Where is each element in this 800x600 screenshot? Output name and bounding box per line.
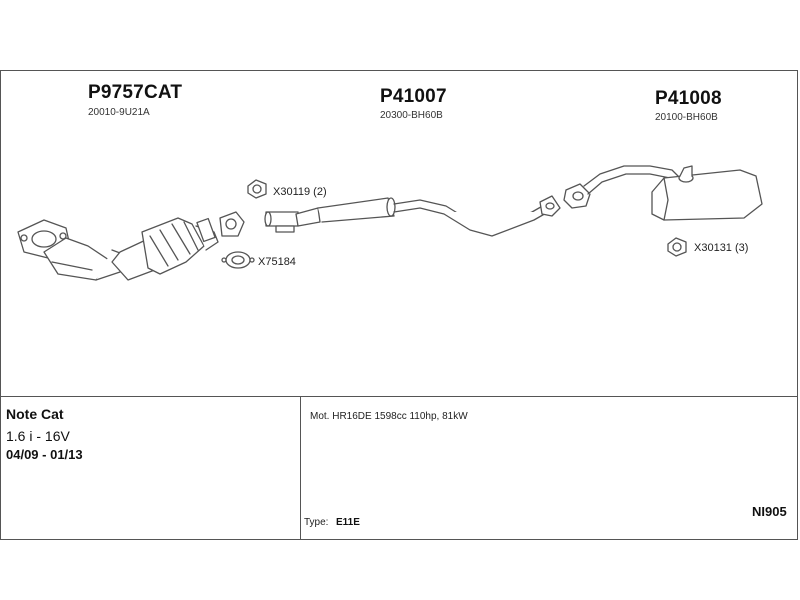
kit-label-x75184: X75184 — [258, 256, 296, 268]
type-label: Type: — [304, 517, 329, 528]
oem-number-rear-silencer: 20100-BH60B — [655, 112, 718, 123]
vehicle-model: Note Cat — [6, 406, 64, 422]
oem-number-catalyst: 20010-9U21A — [88, 107, 150, 118]
system-code: NI905 — [752, 504, 787, 519]
motor-details: Mot. HR16DE 1598cc 110hp, 81kW — [310, 411, 468, 422]
type-value: E11E — [336, 517, 360, 528]
vehicle-years: 04/09 - 01/13 — [6, 447, 83, 462]
info-column-divider — [300, 396, 301, 539]
kit-label-x30119: X30119 (2) — [273, 186, 327, 198]
catalytic-converter — [43, 217, 219, 281]
part-number-middle-silencer: P41007 — [380, 86, 447, 107]
middle-silencer-flange — [539, 195, 561, 217]
gasket-ring-x75184 — [221, 251, 255, 269]
vehicle-engine: 1.6 i - 16V — [6, 428, 70, 444]
clamp-nut-x30131 — [667, 237, 687, 257]
part-number-catalyst: P9757CAT — [88, 82, 183, 103]
kit-label-x30131: X30131 (3) — [694, 242, 749, 254]
info-divider — [0, 396, 798, 397]
clamp-nut-x30119 — [247, 179, 267, 199]
flange-gasket-front — [219, 211, 245, 237]
rear-silencer-flange — [563, 183, 591, 209]
part-number-rear-silencer: P41008 — [655, 88, 722, 109]
middle-silencer-pipe — [264, 197, 549, 237]
diagram-frame — [0, 70, 798, 540]
oem-number-middle-silencer: 20300-BH60B — [380, 110, 443, 121]
rear-silencer — [583, 165, 763, 221]
